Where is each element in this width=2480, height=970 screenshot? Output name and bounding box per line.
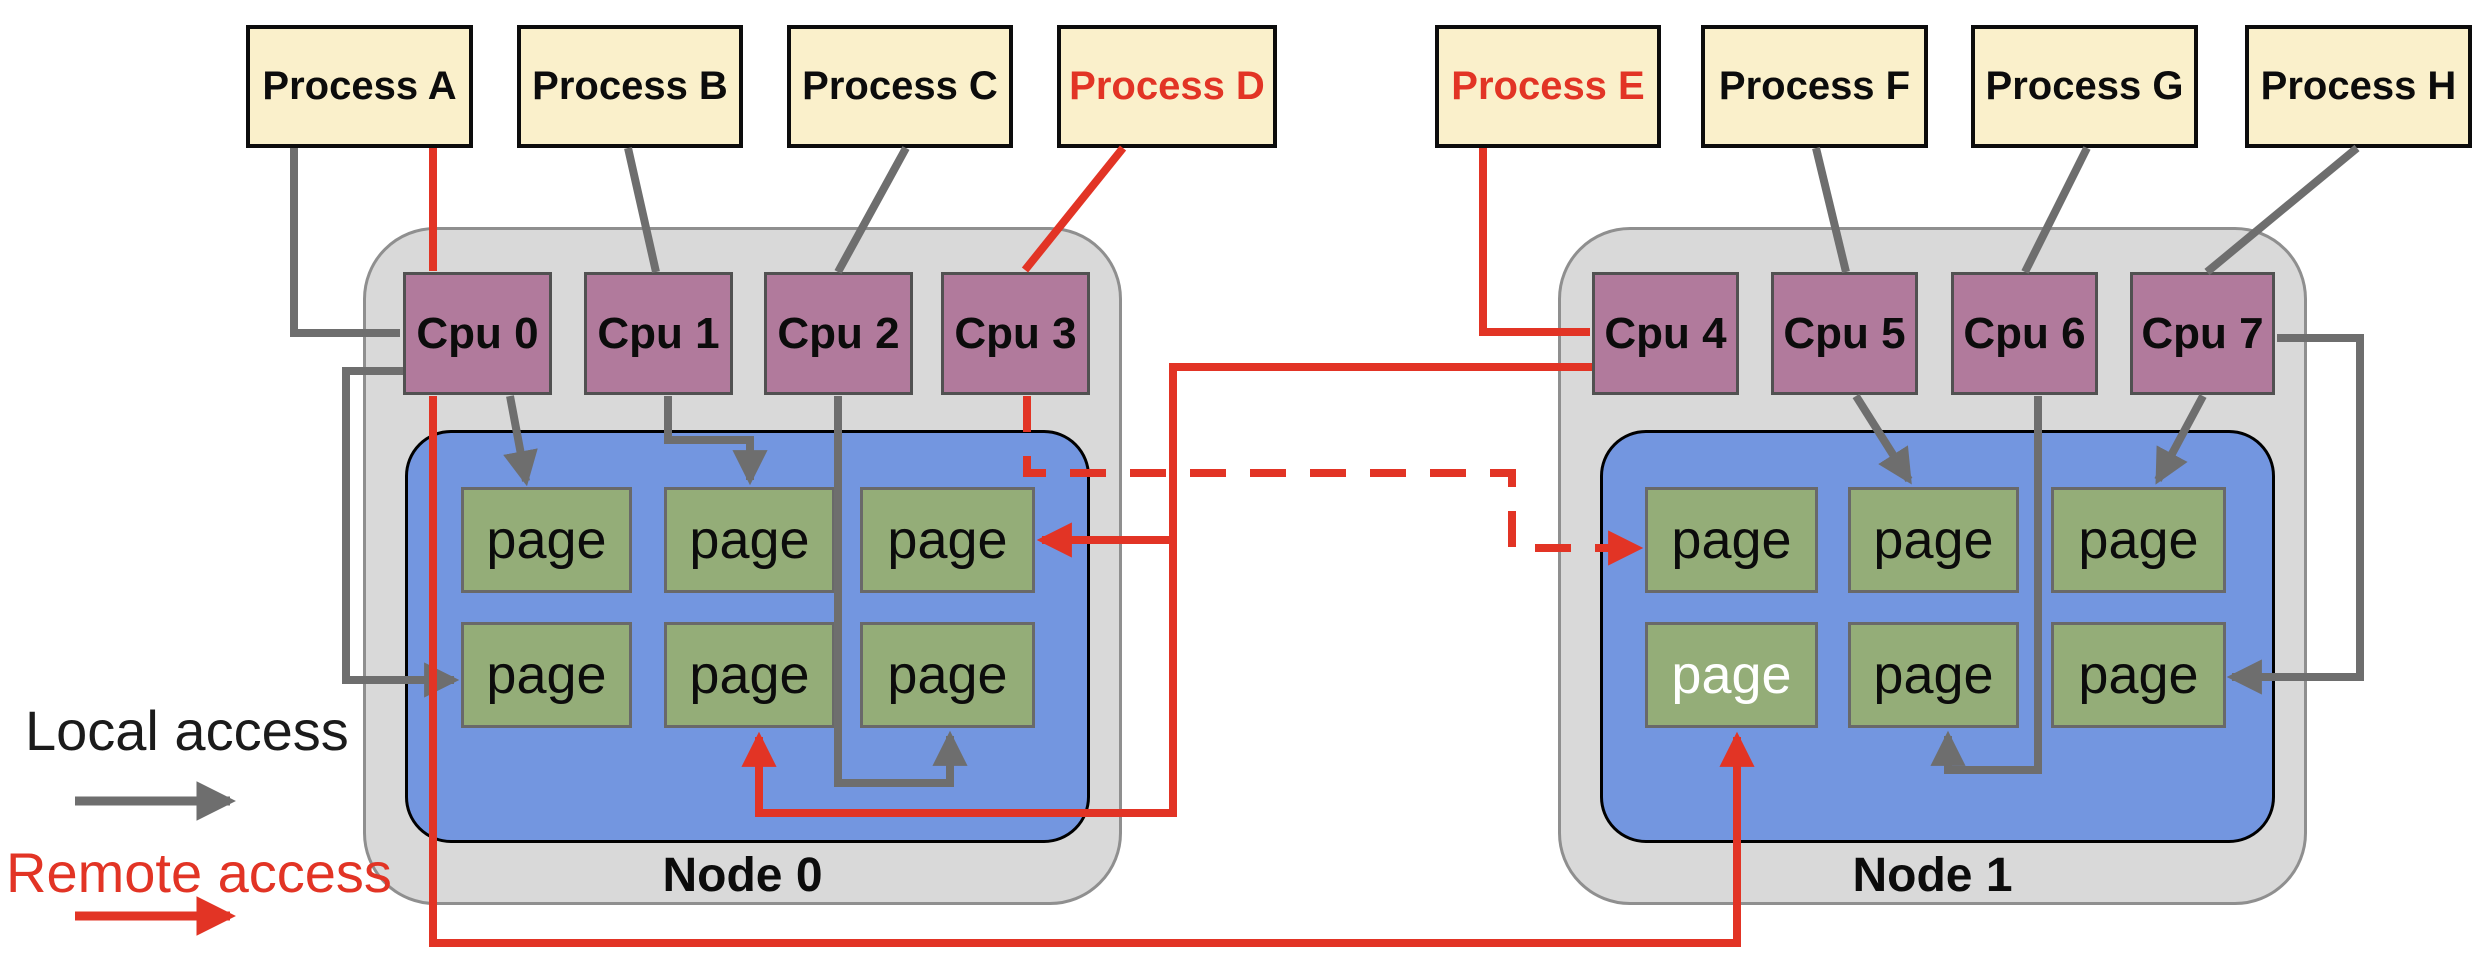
legend-local-label: Local access [25,699,349,762]
node-0-page-r2c2: page [664,622,835,728]
cpu-1-box: Cpu 1 [584,272,733,395]
node-0-page-r1c3: page [860,487,1035,593]
node-1-page-r1c2: page [1848,487,2019,593]
cpu-5-box: Cpu 5 [1771,272,1918,395]
node-0-label: Node 0 [662,848,823,902]
node-0-page-r1c2: page [664,487,835,593]
cpu-7-box: Cpu 7 [2130,272,2275,395]
node-0-page-r2c3: page [860,622,1035,728]
process-c-box: Process C [787,25,1013,148]
node-1-page-r2c3: page [2051,622,2226,728]
node-0-page-r1c1: page [461,487,632,593]
node-1-page-r2c2: page [1848,622,2019,728]
node-1-page-r2c1: page [1645,622,1818,728]
cpu-4-box: Cpu 4 [1592,272,1739,395]
legend-remote-label: Remote access [6,841,392,904]
cpu-2-box: Cpu 2 [764,272,913,395]
node-1-page-r1c1: page [1645,487,1818,593]
process-a-box: Process A [246,25,473,148]
process-e-box: Process E [1435,25,1661,148]
cpu-0-box: Cpu 0 [403,272,552,395]
cpu-6-box: Cpu 6 [1951,272,2098,395]
node-1-label: Node 1 [1852,848,2013,902]
node-1-page-r1c3: page [2051,487,2226,593]
process-g-box: Process G [1971,25,2198,148]
process-h-box: Process H [2245,25,2472,148]
cpu-3-box: Cpu 3 [941,272,1090,395]
process-f-box: Process F [1701,25,1928,148]
process-d-box: Process D [1057,25,1277,148]
process-b-box: Process B [517,25,743,148]
node-0-page-r2c1: page [461,622,632,728]
